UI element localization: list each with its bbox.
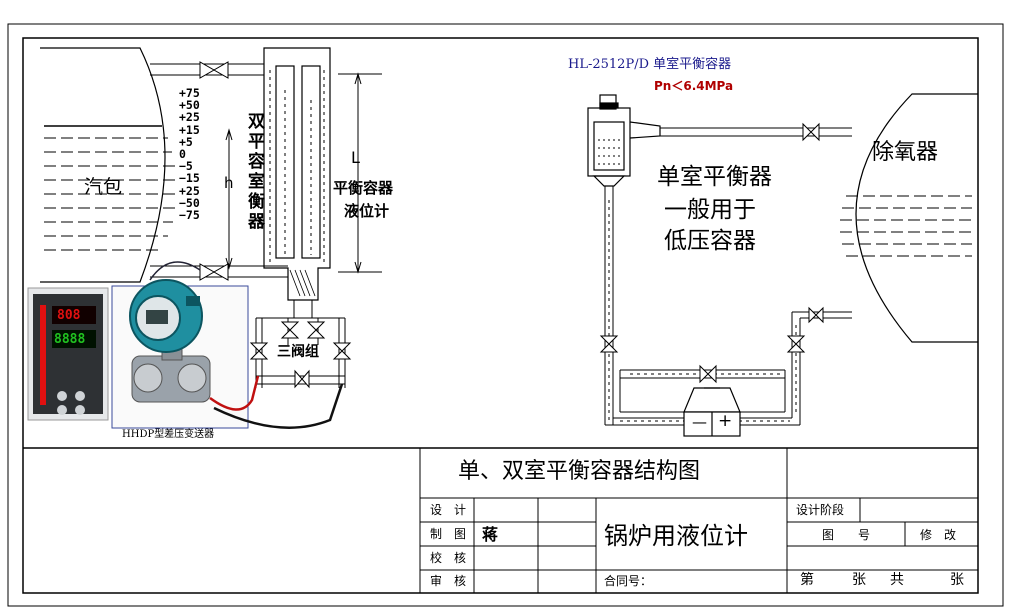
contract-label: 合同号： [604,574,653,588]
check-label: 校 核 [430,551,467,565]
manifold-valve-icons [249,321,352,389]
gauge-scale-value: +25 [179,110,200,125]
lower-impulse-pipe [150,265,288,278]
drum-label: 汽包 [84,176,123,198]
transmitter-caption: HHDP型差压变送器 [122,429,215,440]
deaerator-label: 除氧器 [872,140,939,165]
h-dimension [225,128,233,270]
pressure-note: Pn＜6.4MPa [654,79,734,93]
upper-impulse-pipe [150,63,264,76]
L-dimension [338,72,382,274]
digital-controller [27,287,109,421]
gauge-scale-value: +25 [179,183,200,198]
sheet-label-sheets-total: 张 [950,572,964,588]
controller-display-top: 808 [57,308,81,323]
upper-valve-icon [199,61,229,79]
gauge-scale-value: −50 [179,195,200,210]
stage-label: 设计阶段 [796,503,845,517]
differential-pressure-transmitter [129,279,211,403]
controller-display-bottom: 8888 [54,332,86,347]
drawing-number-label: 图 号 [822,528,871,542]
gauge-scale-value: +50 [179,98,200,113]
gauge-scale-value: 0 [179,146,186,161]
subject-title: 锅炉用液位计 [604,522,748,550]
transmitter-minus-sign: — [692,413,707,431]
dual-chamber-label: 双平容室衡器 [244,112,264,232]
description-line3: 低压容器 [664,228,756,254]
drawing-frame [7,23,1004,607]
description-line1: 单室平衡器 [657,164,772,190]
gauge-scale-value: −5 [179,159,193,174]
gauge-scale-value: −75 [179,207,200,222]
sheet-label-sheets: 张 [852,572,866,588]
right-dp-transmitter-icon [683,387,741,437]
sheet-label-total: 共 [890,572,904,588]
revision-label: 修 改 [920,528,957,542]
gauge-scale-value: +15 [179,122,200,137]
model-title: HL-2512P/D 单室平衡容器 [568,57,732,72]
review-label: 审 核 [430,574,467,588]
three-valve-manifold [255,300,346,388]
drafter-name: 蒋 [482,525,499,544]
dual-chamber-vessel [263,47,331,301]
gauge-scale-value: −15 [179,171,200,186]
gauge-scale-value: +5 [179,134,193,149]
L-label: L [351,148,360,167]
design-label: 设 计 [430,503,467,517]
lower-valve-icon [199,263,229,281]
steam-drum [40,47,176,283]
right-valve-icons [599,122,824,384]
gauge-title-line2: 液位计 [344,202,390,220]
h-label: h [224,174,234,192]
drafting-label: 制 图 [430,527,467,541]
gauge-title-line1: 平衡容器 [333,179,394,197]
title-block-grid [23,447,978,593]
description-line2: 一般用于 [664,197,756,223]
single-chamber-vessel [587,94,661,187]
transmitter-plus-sign: + [718,411,733,431]
signal-cables [149,261,344,429]
drawing-title: 单、双室平衡容器结构图 [458,459,701,484]
sheet-label-no: 第 [800,572,814,588]
deaerator-tank [840,93,978,343]
gauge-scale-value: +75 [179,86,200,100]
three-valve-label: 三阀组 [277,344,319,360]
